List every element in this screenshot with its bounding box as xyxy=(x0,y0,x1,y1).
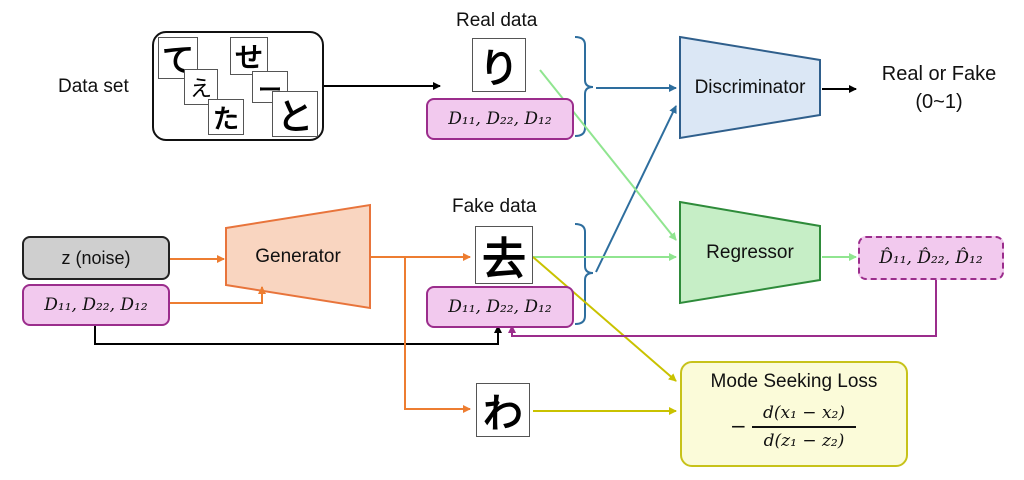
generator-label: Generator xyxy=(255,246,341,267)
fake-data-conditions: D₁₁, D₂₂, D₁₂ xyxy=(426,286,574,328)
regressor-label: Regressor xyxy=(706,242,794,263)
real-bracket xyxy=(574,36,594,137)
msl-fraction-bar xyxy=(752,426,856,428)
predicted-conditions: D̂₁₁, D̂₂₂, D̂₁₂ xyxy=(858,236,1004,280)
dataset-label: Data set xyxy=(58,76,129,97)
real-data-glyph: り xyxy=(472,38,526,92)
output-label: Real or Fake (0~1) xyxy=(864,60,1014,116)
fake-bracket xyxy=(574,223,594,325)
fake-data-glyph: 去 xyxy=(475,226,533,285)
dataset-glyph-dash: ー xyxy=(252,71,288,104)
msl-numerator: d(x₁ − x₂) xyxy=(762,403,845,423)
condition-input-box: D₁₁, D₂₂, D₁₂ xyxy=(22,284,170,326)
regressor-shape xyxy=(679,200,821,305)
mode-seeking-loss-box: Mode Seeking Loss − d(x₁ − x₂) d(z₁ − z₂… xyxy=(680,361,908,467)
generator-shape xyxy=(225,203,371,310)
dataset-glyph-se: せ xyxy=(230,37,268,75)
real-data-label: Real data xyxy=(456,10,538,31)
msl-denominator: d(z₁ − z₂) xyxy=(763,431,845,451)
fake-data-glyph-2: わ xyxy=(476,383,530,437)
real-data-conditions: D₁₁, D₂₂, D₁₂ xyxy=(426,98,574,140)
output-label-line2: (0~1) xyxy=(915,91,963,113)
dataset-box: て せ え ー た と xyxy=(152,31,324,141)
noise-input-box: z (noise) xyxy=(22,236,170,280)
mode-seeking-loss-title: Mode Seeking Loss xyxy=(710,371,878,392)
fake-data-label: Fake data xyxy=(452,196,537,217)
discriminator-shape xyxy=(679,35,821,140)
dataset-glyph-e: え xyxy=(184,69,218,105)
discriminator-label: Discriminator xyxy=(694,77,806,98)
dataset-glyph-to: と xyxy=(272,91,318,138)
output-label-line1: Real or Fake xyxy=(881,63,997,85)
dataset-glyph-ta: た xyxy=(208,99,244,135)
msl-minus: − xyxy=(730,414,747,438)
